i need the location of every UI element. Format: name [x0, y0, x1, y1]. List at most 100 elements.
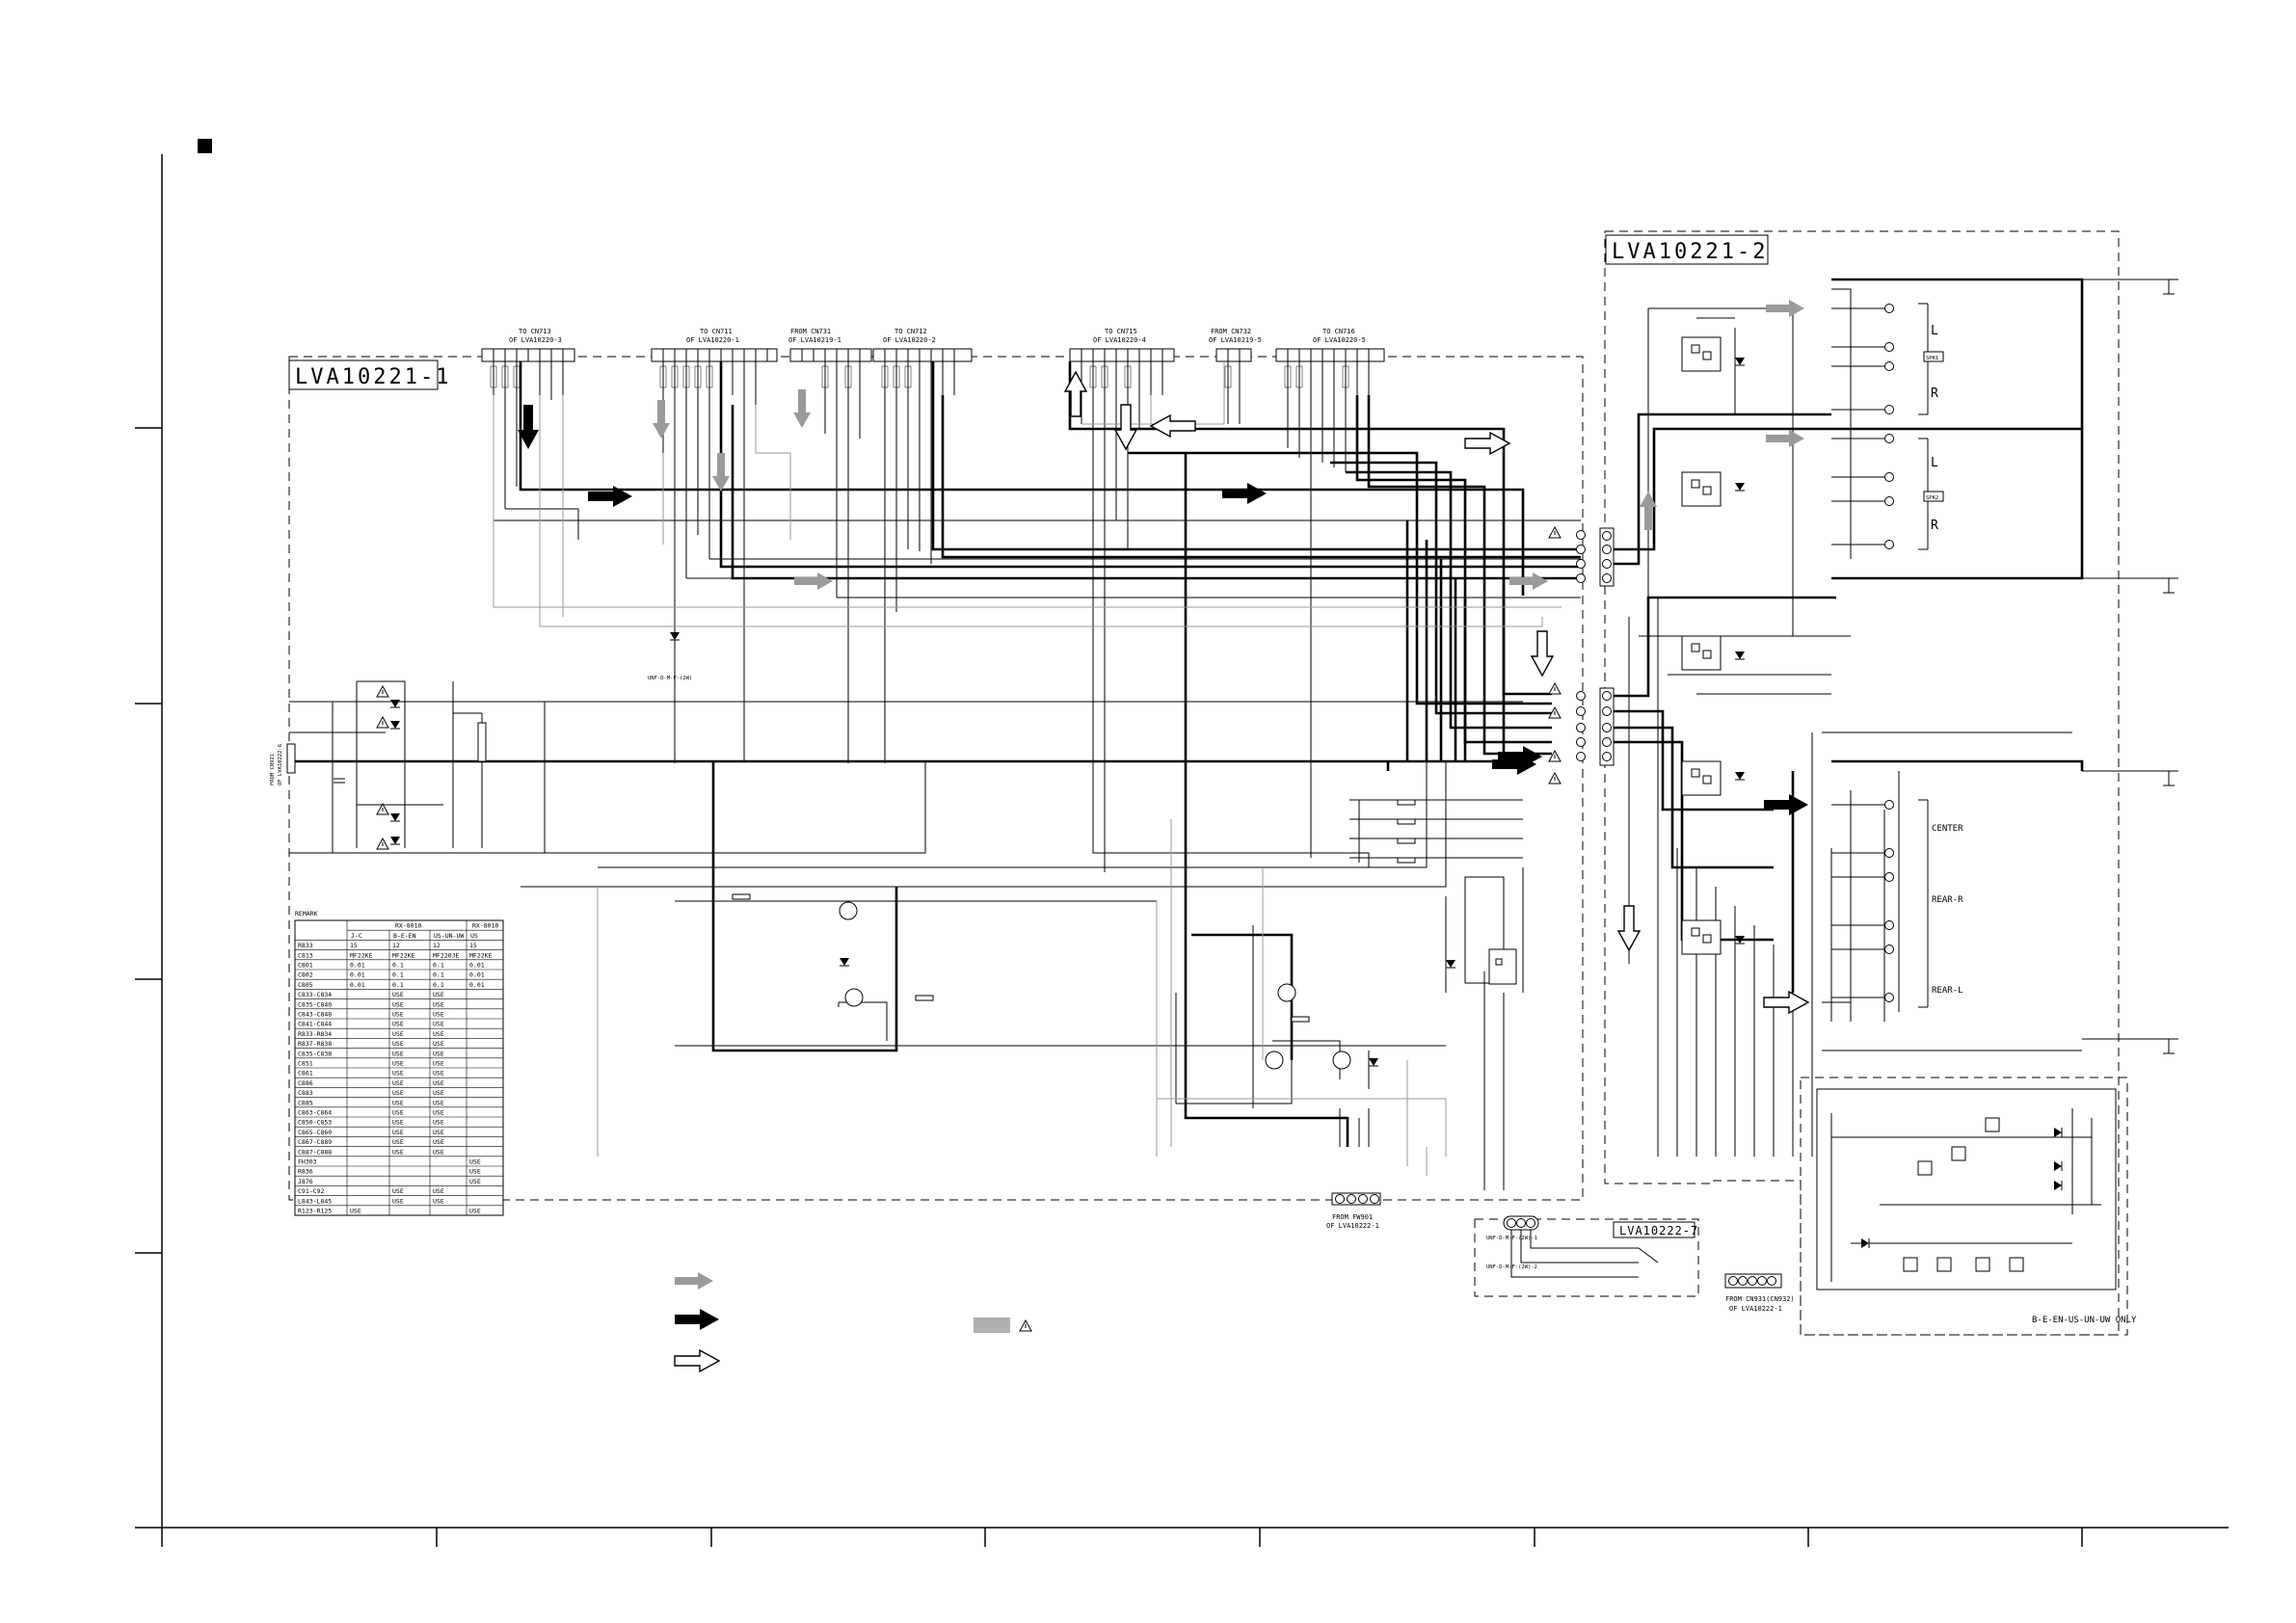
- remark-title: REMARK: [295, 910, 318, 918]
- amp-label-1: UNF-D-M-F-(2W): [648, 676, 692, 681]
- remark-value-cell: USE: [433, 1060, 444, 1068]
- remark-value-cell: 0.1: [433, 962, 444, 970]
- remark-value-cell: 0.01: [350, 962, 365, 970]
- cn713-label-line2: OF LVA10220-3: [509, 336, 562, 344]
- remark-part-cell: L843-L845: [298, 1197, 332, 1205]
- remark-part-cell: J876: [298, 1178, 313, 1185]
- fw901-label-line1: FROM FW901: [1332, 1213, 1373, 1221]
- remark-value-cell: USE: [433, 1148, 444, 1156]
- cn931-label-line2: OF LVA10222-1: [1729, 1305, 1782, 1313]
- transistor-section: UNF-D-M-F-(2W) UNF-D-M-F-(2W)-1 UNF-D-M-…: [648, 631, 1537, 1270]
- remark-part-cell: C885: [298, 1099, 313, 1106]
- remark-part-cell: C833-C834: [298, 991, 332, 998]
- remark-value-cell: 12: [433, 942, 441, 949]
- remark-value-cell: USE: [392, 1021, 404, 1028]
- remark-part-cell: R833: [298, 942, 313, 949]
- rear-r-output-label: REAR-R: [1932, 895, 1963, 905]
- remark-value-cell: USE: [392, 1138, 404, 1146]
- remark-value-cell: USE: [392, 1099, 404, 1106]
- remark-part-cell: C886: [298, 1079, 313, 1087]
- remark-value-cell: 0.01: [469, 981, 485, 989]
- remark-part-cell: R836: [298, 1168, 313, 1176]
- remark-part-cell: R123-R125: [298, 1208, 332, 1215]
- remark-value-cell: USE: [392, 1148, 404, 1156]
- connector-cn715: TO CN715 OF LVA10220-4: [1069, 328, 1175, 362]
- remark-part-cell: C883: [298, 1089, 313, 1097]
- remark-value-cell: USE: [433, 1021, 444, 1028]
- remark-column-header: US-UN-UW: [434, 932, 464, 940]
- remark-value-cell: USE: [433, 1011, 444, 1019]
- sub-board-label: LVA10222-7: [1619, 1224, 1698, 1237]
- remark-value-cell: USE: [392, 1050, 404, 1057]
- rear-l-label: L: [1931, 456, 1938, 470]
- remark-value-cell: USE: [433, 1030, 444, 1038]
- remark-column-header: J-C: [351, 932, 362, 940]
- main-board-label: LVA10221-1: [295, 365, 451, 389]
- rear-r-label: R: [1931, 519, 1938, 533]
- connector-cn731: FROM CN731 OF LVA10219-1: [788, 328, 872, 362]
- remark-value-cell: USE: [433, 1089, 444, 1097]
- main-signal-arrows: [518, 371, 1554, 775]
- fw901-label-line2: OF LVA10222-1: [1326, 1222, 1379, 1230]
- output-board-label: LVA10221-2: [1612, 240, 1768, 264]
- remark-part-cell: C861: [298, 1070, 313, 1078]
- remark-value-cell: USE: [392, 1089, 404, 1097]
- remark-value-cell: 0.1: [433, 981, 444, 989]
- output-input-pins: [1599, 527, 1615, 766]
- remark-value-cell: 0.01: [350, 971, 365, 979]
- output-board: LVA10221-2: [1604, 230, 2120, 1336]
- remark-part-cell: FH303: [298, 1158, 317, 1166]
- remark-value-cell: USE: [469, 1168, 481, 1176]
- main-board: LVA10221-1: [288, 356, 1584, 1201]
- remark-value-cell: USE: [433, 1070, 444, 1078]
- remark-column-header: US: [470, 932, 478, 940]
- remark-part-cell: C835-C838: [298, 1050, 332, 1057]
- remark-value-cell: 0.01: [469, 971, 485, 979]
- remark-value-cell: USE: [392, 1109, 404, 1117]
- remark-part-cell: C867-C889: [298, 1138, 332, 1146]
- remark-value-cell: 15: [350, 942, 358, 949]
- cn711-label-line2: OF LVA10220-1: [686, 336, 739, 344]
- cn731-label-line1: FROM CN731: [790, 328, 831, 335]
- relay-blocks: [1488, 336, 1746, 985]
- cn716-label-line2: OF LVA10220-5: [1313, 336, 1366, 344]
- remark-value-cell: USE: [433, 1197, 444, 1205]
- remark-value-cell: 0.01: [469, 962, 485, 970]
- remark-part-cell: C887-C888: [298, 1148, 332, 1156]
- cn715-label-line1: TO CN715: [1105, 328, 1137, 335]
- main-board-wiring: [289, 508, 1581, 1190]
- connector-cn713: TO CN713 OF LVA10220-3: [481, 328, 575, 362]
- cn712-label-line1: TO CN712: [894, 328, 927, 335]
- connector-cn931: FROM CN931(CN932) OF LVA10222-1: [1724, 1273, 1795, 1313]
- remark-value-cell: USE: [392, 1197, 404, 1205]
- remark-value-cell: 12: [392, 942, 400, 949]
- region-only-section: B-E-EN-US-UN-UW ONLY: [1800, 1077, 2137, 1336]
- remark-value-cell: USE: [392, 1119, 404, 1127]
- remark-part-cell: R837-R838: [298, 1040, 332, 1048]
- cn713-label-line1: TO CN713: [519, 328, 551, 335]
- remark-value-cell: USE: [350, 1208, 361, 1215]
- remark-value-cell: USE: [433, 991, 444, 998]
- remark-value-cell: USE: [392, 1030, 404, 1038]
- connector-drops: [493, 361, 1370, 612]
- remark-value-cell: 15: [469, 942, 477, 949]
- spk1-label: SPK1: [1926, 356, 1938, 361]
- connector-cn711: TO CN711 OF LVA10220-1: [651, 328, 778, 362]
- pin-labels: [490, 365, 1349, 388]
- remark-value-cell: USE: [433, 1129, 444, 1136]
- remark-part-cell: R833-R834: [298, 1030, 332, 1038]
- remark-value-cell: USE: [469, 1178, 481, 1185]
- remark-value-cell: USE: [433, 1109, 444, 1117]
- main-output-pins: [1576, 530, 1586, 761]
- remark-value-cell: USE: [392, 1129, 404, 1136]
- remark-value-cell: 0.1: [392, 971, 404, 979]
- remark-value-cell: USE: [433, 1050, 444, 1057]
- remark-value-cell: USE: [392, 1040, 404, 1048]
- front-r-label: R: [1931, 386, 1938, 401]
- cn921-label-line2: OF LVA10222-6: [278, 744, 283, 785]
- remark-value-cell: USE: [433, 1099, 444, 1106]
- remark-value-cell: USE: [392, 1011, 404, 1019]
- remark-part-cell: C802: [298, 971, 313, 979]
- region-note: B-E-EN-US-UN-UW ONLY: [2032, 1316, 2137, 1325]
